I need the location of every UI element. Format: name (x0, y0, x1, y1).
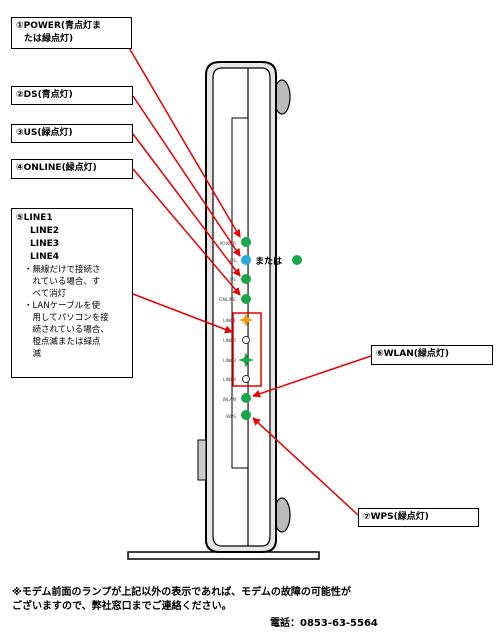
callout-line-note: ・LANケーブルを使 (24, 301, 101, 311)
device-label-line4: LINE4 (223, 377, 236, 383)
led-line1-orange (239, 313, 253, 327)
modem-front-labels: POWER DS US ONLINE LINE1 LINE2 LINE3 LIN… (219, 241, 236, 420)
led-line4 (242, 375, 250, 383)
callout-arrows (127, 45, 372, 516)
arrow-online (132, 168, 241, 296)
device-label-ds: DS (230, 258, 236, 264)
arrow-ds (132, 95, 241, 257)
callout-line-item-4: LINE4 (30, 252, 60, 262)
modem-side-knobs (273, 79, 291, 533)
arrow-wlan (252, 355, 372, 398)
arrow-power (127, 45, 241, 238)
modem-leds (238, 237, 302, 420)
callout-online: ④ONLINE(緑点灯) (11, 159, 133, 179)
footer-phone: 電話：0853-63-5564 (270, 618, 378, 629)
led-line3-green (238, 352, 254, 368)
footer-note-line2: ございますので、弊社窓口までご連絡ください。 (12, 601, 232, 612)
callout-line-notes: ・無線だけで接続さ れている場合、す べて消灯 ・LANケーブルを使 用してパソ… (16, 264, 128, 360)
callout-line-title: ⑤LINE1 (16, 213, 53, 223)
device-label-line1: LINE1 (223, 318, 236, 324)
callout-wlan-label: ⑥WLAN(緑点灯) (376, 349, 450, 359)
device-label-power: POWER (219, 241, 236, 247)
callout-line-item-2: LINE2 (30, 226, 60, 236)
device-label-us: US (230, 277, 236, 283)
arrow-wps (252, 417, 359, 516)
modem-body (197, 61, 277, 553)
callout-us: ③US(緑点灯) (11, 124, 133, 143)
led-line2 (242, 336, 250, 344)
callout-ds-label: ②DS(青点灯) (16, 90, 73, 100)
led-online (241, 294, 251, 304)
device-label-line2: LINE2 (223, 338, 236, 344)
device-label-online: ONLINE (219, 297, 236, 303)
callout-power-line1: ①POWER(青点灯ま (16, 21, 101, 31)
footer-note-line1: ※モデム前面のランプが上記以外の表示であれば、モデムの故障の可能性が (12, 587, 351, 598)
callout-line-note: 滅 (24, 349, 42, 359)
callout-line-note: 用してパソコンを接 (24, 313, 109, 323)
callout-wlan: ⑥WLAN(緑点灯) (371, 345, 493, 365)
led-wps (241, 410, 251, 420)
callout-line-item-3: LINE3 (30, 239, 60, 249)
callout-wps-label: ⑦WPS(緑点灯) (363, 512, 429, 522)
callout-line: ⑤LINE1 LINE2 LINE3 LINE4 ・無線だけで接続さ れている場… (11, 208, 133, 378)
led-ds-alt (292, 255, 302, 265)
callout-power: ①POWER(青点灯ま たは緑点灯) (11, 17, 132, 49)
callout-line-note: 橙点滅または緑点 (24, 337, 101, 347)
arrow-line (132, 293, 233, 334)
callout-wps: ⑦WPS(緑点灯) (358, 508, 479, 527)
led-power (241, 237, 251, 247)
device-label-line3: LINE3 (223, 358, 236, 364)
or-text: または (255, 257, 283, 267)
callout-online-label: ④ONLINE(緑点灯) (16, 163, 97, 173)
led-wlan (241, 393, 251, 403)
callout-line-note: べて消灯 (24, 289, 67, 299)
device-label-wlan: WLAN (222, 397, 236, 403)
led-ds (241, 255, 251, 265)
arrow-us (132, 133, 241, 277)
line-leds-highlight (232, 312, 262, 387)
callout-line-note: ・無線だけで接続さ (24, 265, 101, 275)
device-label-wps: WPS (226, 414, 236, 420)
callout-ds: ②DS(青点灯) (11, 86, 133, 105)
callout-power-line2: たは緑点灯) (24, 34, 74, 44)
callout-us-label: ③US(緑点灯) (16, 128, 73, 138)
callout-line-note: れている場合、す (24, 277, 101, 287)
callout-line-note: 続されている場合、 (24, 325, 109, 335)
led-us (241, 274, 251, 284)
